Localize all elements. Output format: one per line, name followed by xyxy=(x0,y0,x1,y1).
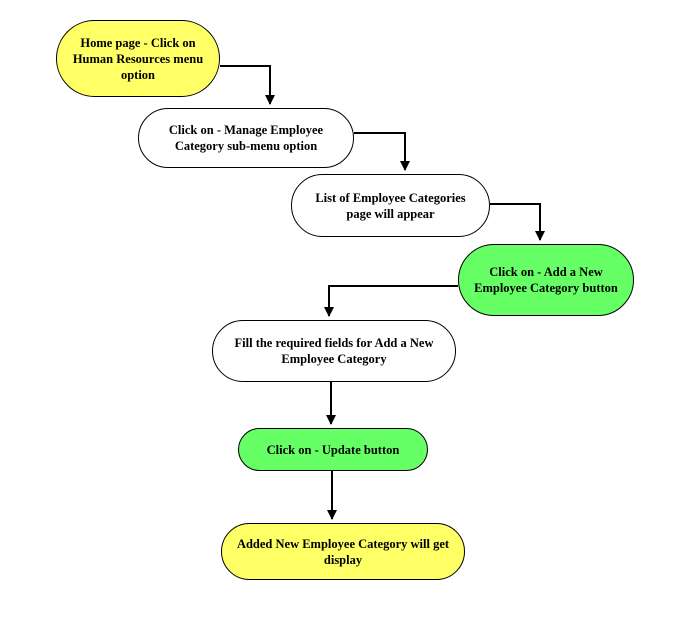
node-fill-required-fields-label: Fill the required fields for Add a New E… xyxy=(234,336,434,366)
node-list-of-categories: List of Employee Categories page will ap… xyxy=(291,174,490,237)
node-home-page: Home page - Click on Human Resources men… xyxy=(56,20,220,97)
edge-n1-n2 xyxy=(220,65,275,105)
node-list-of-categories-label: List of Employee Categories page will ap… xyxy=(315,190,466,221)
node-manage-employee-category-label: Click on - Manage Employee Category sub-… xyxy=(168,123,324,153)
node-add-new-category-button: Click on - Add a New Employee Category b… xyxy=(458,244,634,316)
edge-n2-n3 xyxy=(354,132,410,171)
node-add-new-category-button-label: Click on - Add a New Employee Category b… xyxy=(474,265,618,295)
node-home-page-label: Home page - Click on Human Resources men… xyxy=(72,35,204,82)
node-update-button: Click on - Update button xyxy=(238,428,428,471)
edge-n3-n4 xyxy=(490,203,545,241)
node-added-category-displayed: Added New Employee Category will get dis… xyxy=(221,523,465,580)
node-update-button-label: Click on - Update button xyxy=(266,442,400,457)
node-added-category-displayed-label: Added New Employee Category will get dis… xyxy=(236,536,450,567)
edge-n4-n5 xyxy=(324,285,458,317)
node-fill-required-fields: Fill the required fields for Add a New E… xyxy=(212,320,456,382)
node-manage-employee-category: Click on - Manage Employee Category sub-… xyxy=(138,108,354,168)
